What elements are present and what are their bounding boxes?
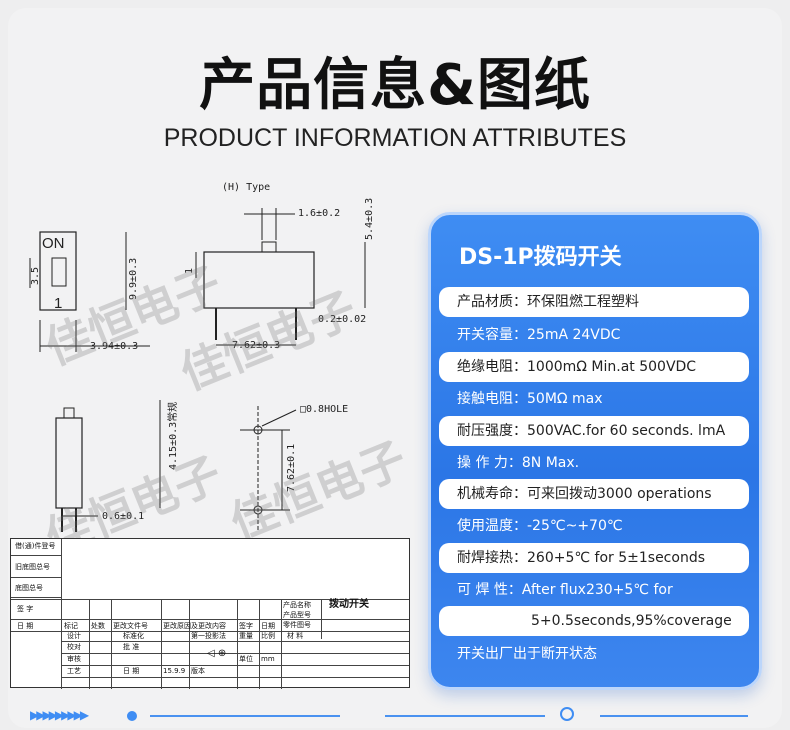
tb-proj: 第一投影法 <box>191 632 226 640</box>
tb-change-desc: 更改原因及更改内容 <box>163 622 226 630</box>
dim-0-6: 0.6±0.1 <box>102 511 144 522</box>
tb-material-label: 材 料 <box>287 632 304 640</box>
spec-row-contact: 接触电阻：50MΩ max <box>457 391 603 407</box>
footer-dot <box>127 711 137 721</box>
spec-row-material: 产品材质：环保阻燃工程塑料 <box>439 287 749 317</box>
dim-7-62b: 7.62±0.1 <box>286 444 297 492</box>
footer-ring <box>560 707 574 721</box>
tb-sig2: 签字 <box>239 622 253 630</box>
tb-date-val: 15.9.9 <box>163 667 186 675</box>
switch-slider <box>51 257 67 287</box>
tb-unit: 单位 <box>239 655 253 663</box>
dim-9-9: 9.9±0.3 <box>128 258 139 300</box>
tb-version: 版本 <box>191 667 205 675</box>
on-label: ON <box>42 235 65 252</box>
tb-count: 处数 <box>91 622 105 630</box>
page-title: 产品信息&图纸 <box>199 53 591 118</box>
footer-arrows-icon: ▶▶▶▶▶▶▶▶▶ <box>30 708 89 722</box>
tb-sign: 签 字 <box>17 605 34 613</box>
dim-7-62a: 7.62±0.3 <box>232 340 280 351</box>
tb-review: 审核 <box>67 655 81 663</box>
technical-drawing: (H) Type ON 1 3.5 3.94±0.3 9.9±0.3 1.6±0… <box>0 170 430 690</box>
spec-row-insulation: 绝缘电阻：1000mΩ Min.at 500VDC <box>439 352 749 382</box>
tb-design: 设计 <box>67 632 81 640</box>
spec-row-solder-cont: 5+0.5seconds,95%coverage <box>439 606 749 636</box>
tb-ratio: 比例 <box>261 632 275 640</box>
spec-row-state: 开关出厂出于断开状态 <box>457 646 597 662</box>
footer-line-1 <box>150 715 340 717</box>
tb-check: 校对 <box>67 643 81 651</box>
spec-row-capacity: 开关容量：25mA 24VDC <box>457 327 621 343</box>
type-label: (H) Type <box>222 182 270 193</box>
dim-3-5: 3.5 <box>30 267 41 285</box>
tb-standard: 标准化 <box>123 632 144 640</box>
tb-change-no: 更改文件号 <box>113 622 148 630</box>
switch-body-left <box>39 231 77 311</box>
tb-r1: 借(通)件登号 <box>15 542 56 550</box>
switch-body-end <box>55 417 83 509</box>
tb-date3: 日 期 <box>123 667 140 675</box>
card-title: DS-1P拨码开关 <box>459 245 622 270</box>
spec-row-solder: 可 焊 性：After flux230+5℃ for <box>457 582 673 598</box>
spec-row-heat: 耐焊接热：260+5℃ for 5±1seconds <box>439 543 749 573</box>
spec-card: DS-1P拨码开关 产品材质：环保阻燃工程塑料 开关容量：25mA 24VDC … <box>428 212 762 690</box>
footer-line-2 <box>385 715 545 717</box>
dim-5-4: 5.4±0.3 <box>364 198 375 240</box>
drawing-svg: (H) Type ON 1 3.5 3.94±0.3 9.9±0.3 1.6±0… <box>29 182 375 532</box>
tb-approve: 批 准 <box>123 643 140 651</box>
tb-name-label: 产品名称 <box>283 601 311 609</box>
tb-mark: 标记 <box>64 622 78 630</box>
title-block-table: 借(通)件登号 旧底图总号 底图总号 签 字 日 期 标记 处数 更改文件号 更… <box>10 538 410 689</box>
spec-row-temp: 使用温度：-25℃~+70℃ <box>457 518 623 534</box>
switch-body-side <box>203 251 315 309</box>
tb-weight: 重量 <box>239 632 253 640</box>
tb-r3: 底图总号 <box>15 584 43 592</box>
tb-name-val: 拨动开关 <box>329 599 369 610</box>
tb-model-label: 产品型号 <box>283 611 311 619</box>
tb-unit-val: mm <box>261 655 275 663</box>
dim-1: 1 <box>184 268 195 274</box>
projection-icon: ◁ ⊕ <box>207 648 227 659</box>
dim-3-94: 3.94±0.3 <box>90 341 138 352</box>
tb-part-label: 零件图号 <box>283 621 311 629</box>
tb-date2: 日期 <box>261 622 275 630</box>
one-label: 1 <box>54 295 62 312</box>
dim-0-2: 0.2±0.02 <box>318 314 366 325</box>
footer-line-3 <box>600 715 748 717</box>
dim-4-15: 4.15±0.3常规 <box>166 402 179 470</box>
tb-craft: 工艺 <box>67 667 81 675</box>
page-subtitle: PRODUCT INFORMATION ATTRIBUTES <box>163 124 627 152</box>
dim-1-6: 1.6±0.2 <box>298 208 340 219</box>
tb-r2: 旧底图总号 <box>15 563 50 571</box>
tb-date: 日 期 <box>17 622 34 630</box>
spec-row-life: 机械寿命：可来回拨动3000 operations <box>439 479 749 509</box>
hole-label: □0.8HOLE <box>300 404 348 415</box>
spec-row-voltage: 耐压强度：500VAC.for 60 seconds. lmA <box>439 416 749 446</box>
spec-row-force: 操 作 力：8N Max. <box>457 455 580 471</box>
